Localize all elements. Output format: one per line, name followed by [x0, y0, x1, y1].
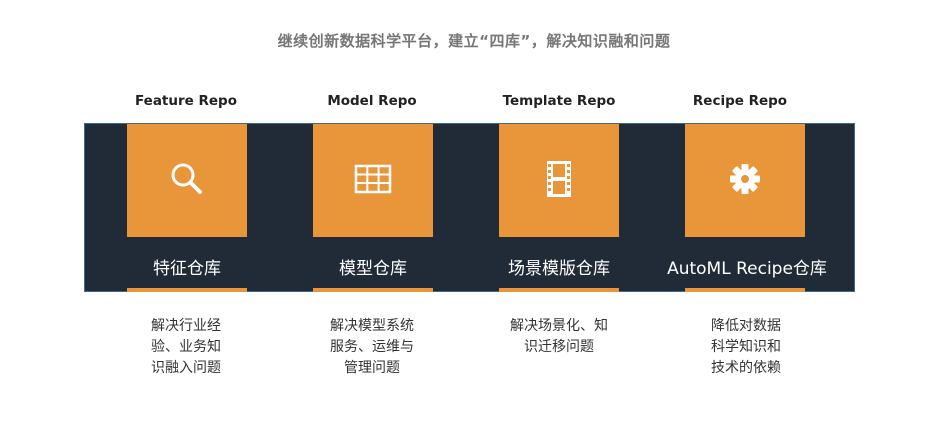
repo-description-model: 解决模型系统 服务、运维与 管理问题 — [330, 318, 414, 376]
repo-title-model: Model Repo — [327, 93, 417, 109]
gear-icon — [728, 162, 762, 200]
headline: 继续创新数据科学平台，建立“四库”，解决知识融和问题 — [277, 32, 671, 50]
repo-title-template: Template Repo — [502, 93, 616, 109]
repo-name-feature: 特征仓库 — [153, 259, 221, 279]
repo-name-model: 模型仓库 — [339, 259, 407, 279]
repo-title-recipe: Recipe Repo — [692, 93, 788, 109]
table-grid-icon — [354, 164, 392, 198]
repo-tile-model — [313, 124, 433, 237]
accent-bar-recipe — [685, 288, 805, 292]
repo-tile-feature — [127, 124, 247, 237]
repo-name-template: 场景模版仓库 — [508, 259, 610, 279]
repo-tile-recipe — [685, 124, 805, 237]
accent-bar-feature — [127, 288, 247, 292]
repo-description-recipe: 降低对数据 科学知识和 技术的依赖 — [711, 318, 781, 376]
film-strip-icon — [546, 160, 572, 202]
repo-description-template: 解决场景化、知 识迁移问题 — [510, 318, 608, 355]
accent-bar-model — [313, 288, 433, 292]
search-icon — [167, 159, 207, 203]
repo-title-feature: Feature Repo — [134, 93, 237, 109]
repo-description-feature: 解决行业经 验、业务知 识融入问题 — [151, 318, 221, 376]
repo-tile-template — [499, 124, 619, 237]
accent-bar-template — [499, 288, 619, 292]
repo-name-recipe: AutoML Recipe仓库 — [667, 259, 827, 279]
